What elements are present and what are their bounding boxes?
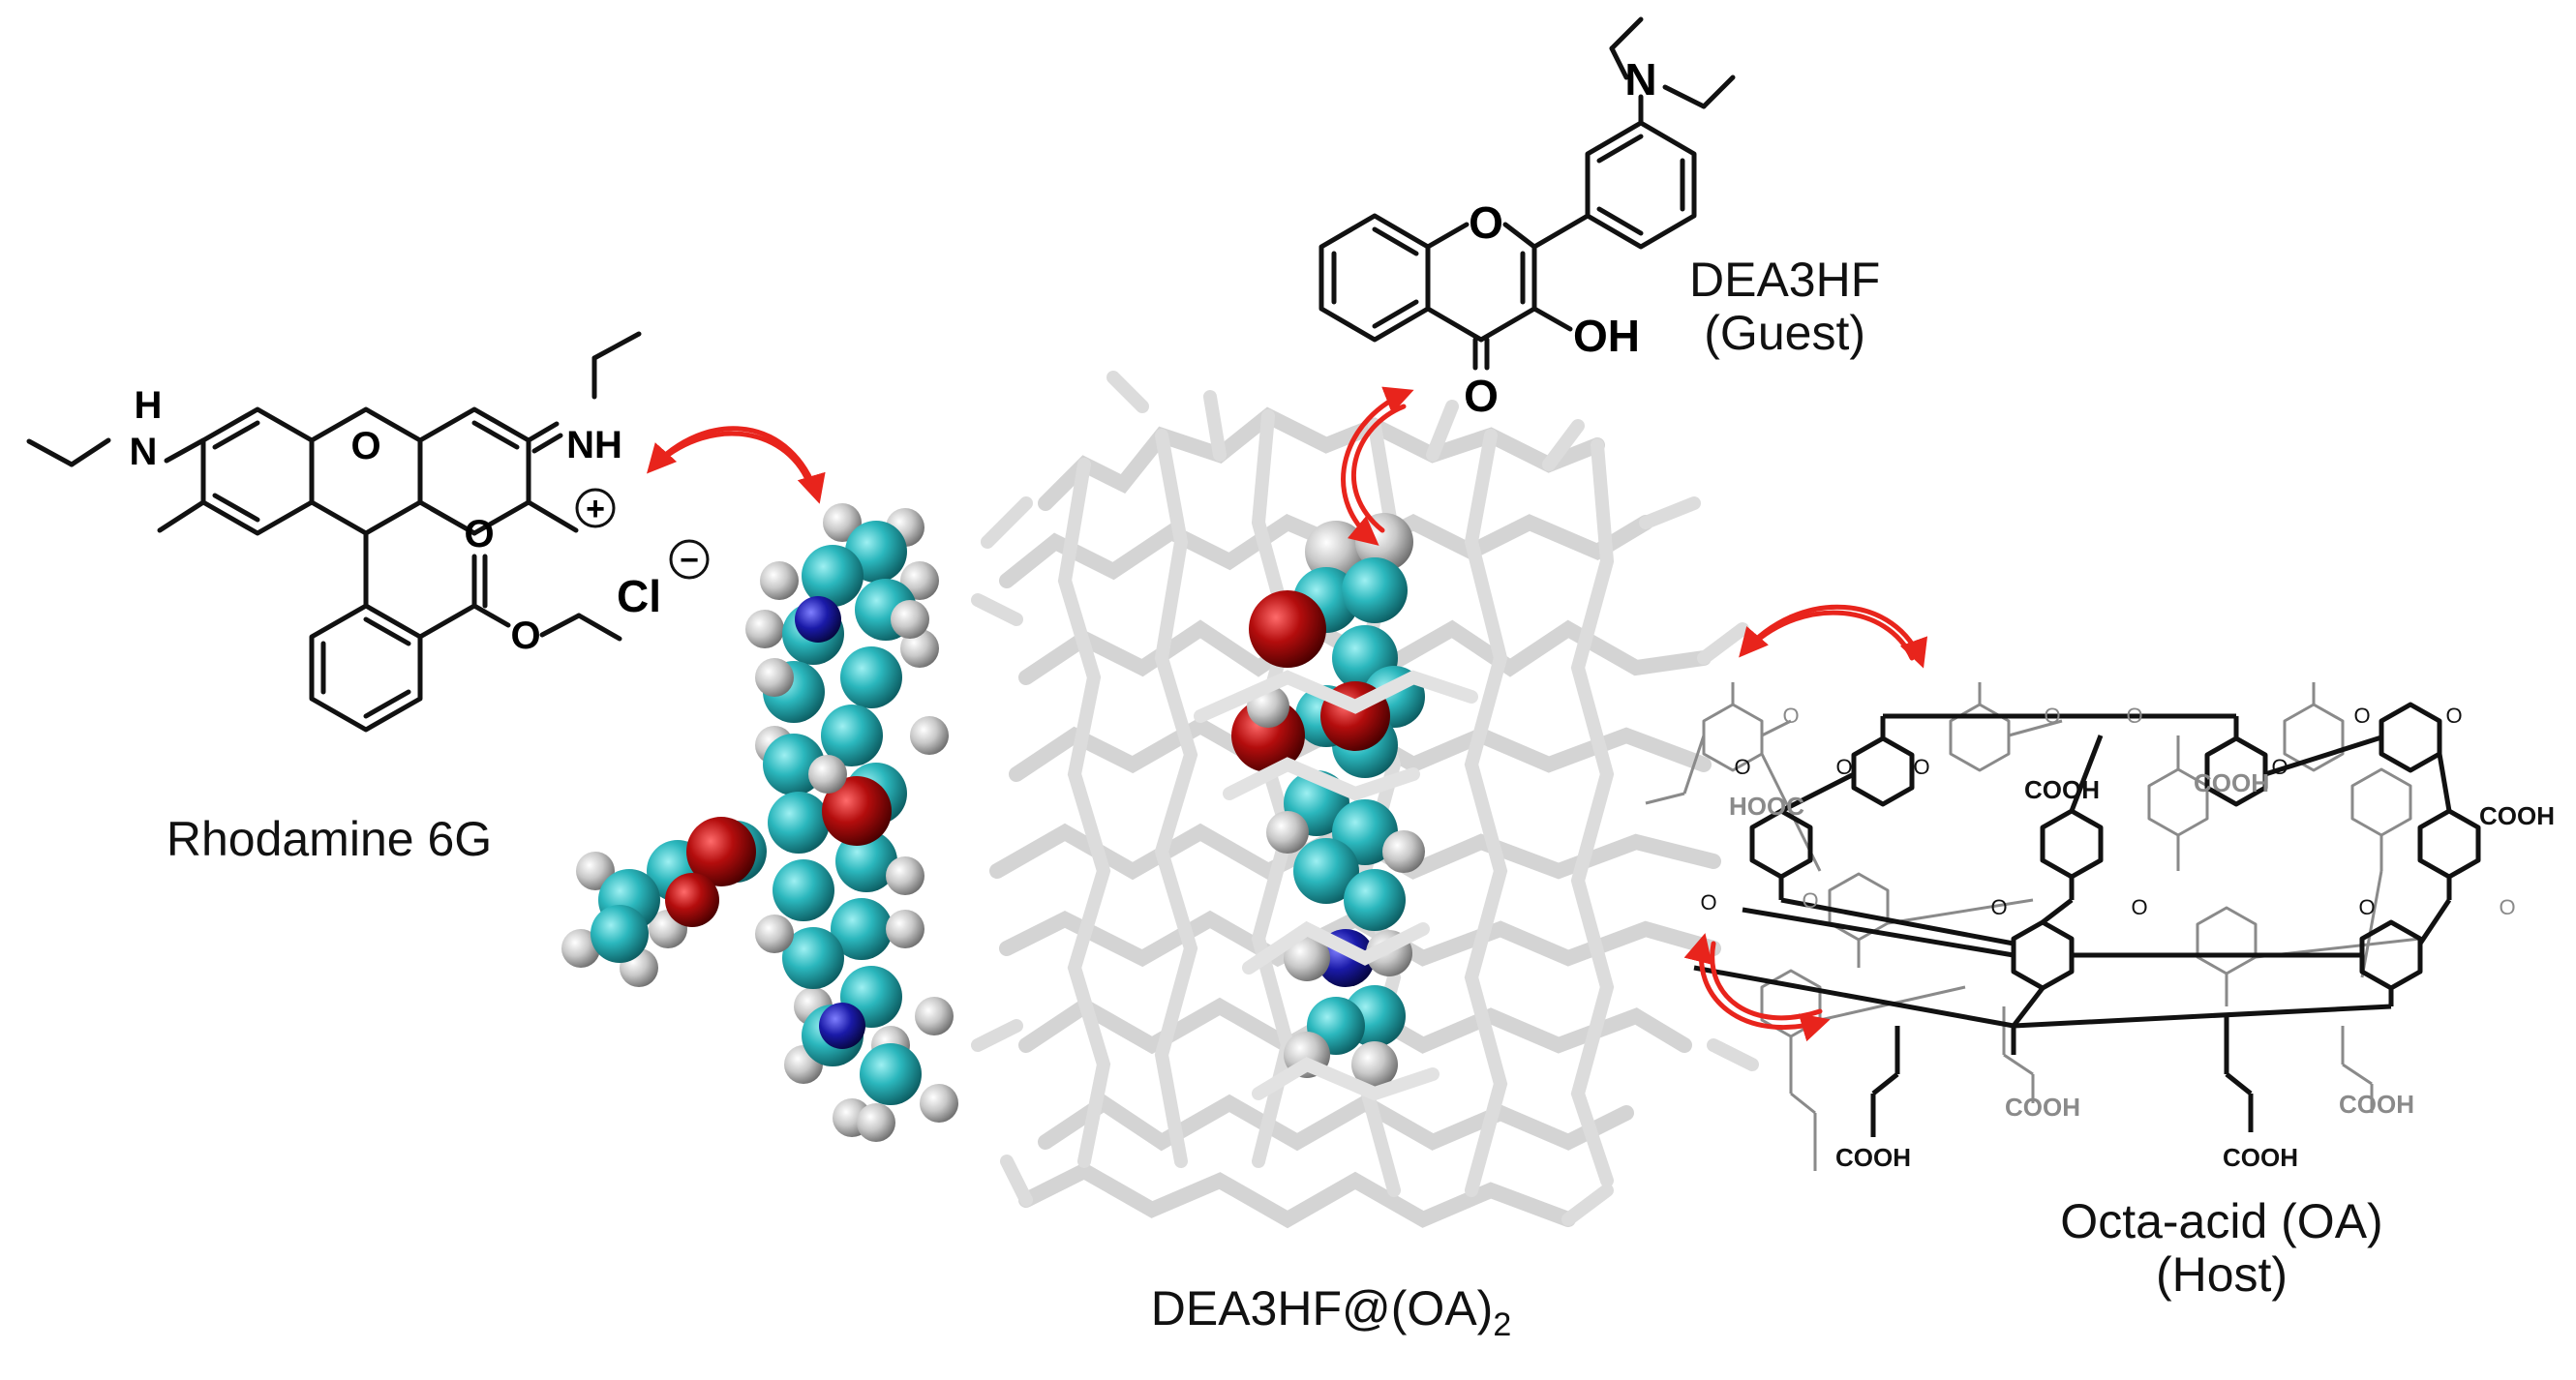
dea3hf-n: N: [1624, 54, 1656, 105]
positive-charge-sign: +: [586, 491, 605, 527]
ester-carbonyl-o: O: [464, 513, 494, 555]
svg-text:O: O: [1734, 755, 1750, 779]
rhodamine-xanthene-o: O: [350, 425, 380, 467]
svg-text:O: O: [2271, 755, 2288, 779]
capsule-guest-space-filling: [1231, 513, 1425, 1088]
arrow-host-bottom: [1683, 933, 1831, 1042]
rhodamine-left-h: H: [135, 384, 163, 427]
complex-label-subscript: 2: [1493, 1306, 1512, 1343]
rhodamine-6g-label: Rhodamine 6G: [166, 812, 493, 866]
oa-cooh-front-4: COOH: [2479, 801, 2555, 830]
positive-charge-circle: [575, 488, 616, 528]
ester-o: O: [510, 615, 540, 657]
svg-text:O: O: [2445, 704, 2462, 728]
oa-cooh-front-1: COOH: [1835, 1143, 1911, 1172]
dea3hf-structure: [1318, 16, 1736, 371]
svg-text:O: O: [1835, 755, 1852, 779]
oa-cooh-back-1: COOH: [2005, 1093, 2080, 1122]
rhodamine-6g-structure: [26, 331, 642, 733]
svg-text:O: O: [2044, 704, 2060, 728]
dea3hf-ring-o: O: [1469, 197, 1503, 248]
svg-text:O: O: [1802, 888, 1818, 913]
octa-acid-host-label: Octa-acid (OA) (Host): [2004, 1195, 2440, 1302]
svg-text:O: O: [2353, 704, 2370, 728]
oa-hooc-back: HOOC: [1729, 792, 1804, 821]
dea3hf-name: DEA3HF: [1689, 253, 1881, 307]
oa-cooh-back-2: COOH: [2339, 1090, 2414, 1119]
chloride-label: Cl: [617, 571, 661, 621]
rhodamine-space-filling-model: [561, 503, 958, 1142]
rhodamine-nh-plus: NH: [566, 424, 622, 466]
svg-text:O: O: [1700, 890, 1716, 915]
interaction-arrows: [647, 386, 1928, 1042]
svg-text:O: O: [2499, 895, 2515, 919]
capsule-host-sticks-front: [1194, 670, 1478, 1101]
svg-text:O: O: [2126, 704, 2142, 728]
rhodamine-left-n: N: [130, 431, 158, 473]
octa-acid-name: Octa-acid (OA): [2060, 1194, 2383, 1248]
svg-text:O: O: [1782, 704, 1799, 728]
dea3hf-oh: OH: [1573, 311, 1640, 361]
negative-charge-sign: −: [680, 542, 699, 579]
svg-text:O: O: [2358, 895, 2375, 919]
host-role: (Host): [2155, 1247, 2288, 1302]
dea3hf-guest-label: DEA3HF (Guest): [1689, 254, 1880, 360]
svg-text:O: O: [2131, 895, 2147, 919]
dea3hf-carbonyl-o: O: [1464, 371, 1499, 421]
arrow-rhodamine-to-model: [647, 426, 826, 504]
arrow-guest-to-capsule: [1341, 386, 1414, 546]
complex-label: DEA3HF@(OA)2: [1128, 1282, 1534, 1343]
oa-cooh-front-2: COOH: [2223, 1143, 2298, 1172]
oa-cooh-back-3: COOH: [2194, 768, 2269, 797]
octa-acid-oxygen-labels: O O O O O O O O O O O O O O O: [1700, 704, 2515, 919]
guest-role: (Guest): [1704, 306, 1865, 360]
oa-cooh-front-3: COOH: [2024, 775, 2100, 804]
svg-text:O: O: [1913, 755, 1929, 779]
octa-acid-front-black: [1693, 702, 2481, 1137]
negative-charge-circle: [669, 539, 710, 580]
svg-text:O: O: [1990, 895, 2007, 919]
complex-label-main: DEA3HF@(OA): [1150, 1281, 1494, 1335]
